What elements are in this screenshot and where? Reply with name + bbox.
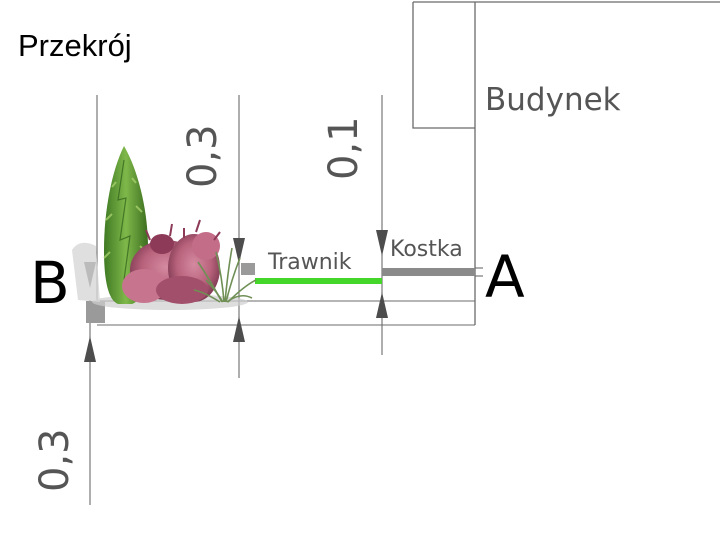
lawn-label: Trawnik [267,250,352,275]
planting-bed [72,146,257,310]
paving-label: Kostka [390,237,463,262]
arrow-down-icon [233,238,245,264]
dimension-lawn-width: 0,1 [321,116,367,180]
edging-block-left [86,301,105,323]
arrow-down-icon [376,230,388,256]
edging-block-right [241,263,255,275]
ornamental-grass-icon [193,247,257,303]
dimension-bed-depth: 0,3 [32,428,78,492]
lawn-strip [255,278,382,284]
paving-strip [382,268,475,276]
page-title: Przekrój [18,28,132,63]
arrow-up-icon [84,336,96,362]
arrow-up-icon [233,316,245,342]
building-outline [412,1,720,325]
arrow-up-icon [376,292,388,318]
section-point-b: B [30,249,70,317]
heather-plant-icon [122,219,221,304]
dimension-bed-width: 0,3 [180,124,226,188]
building-label: Budynek [485,82,621,118]
section-point-a: A [485,243,525,311]
